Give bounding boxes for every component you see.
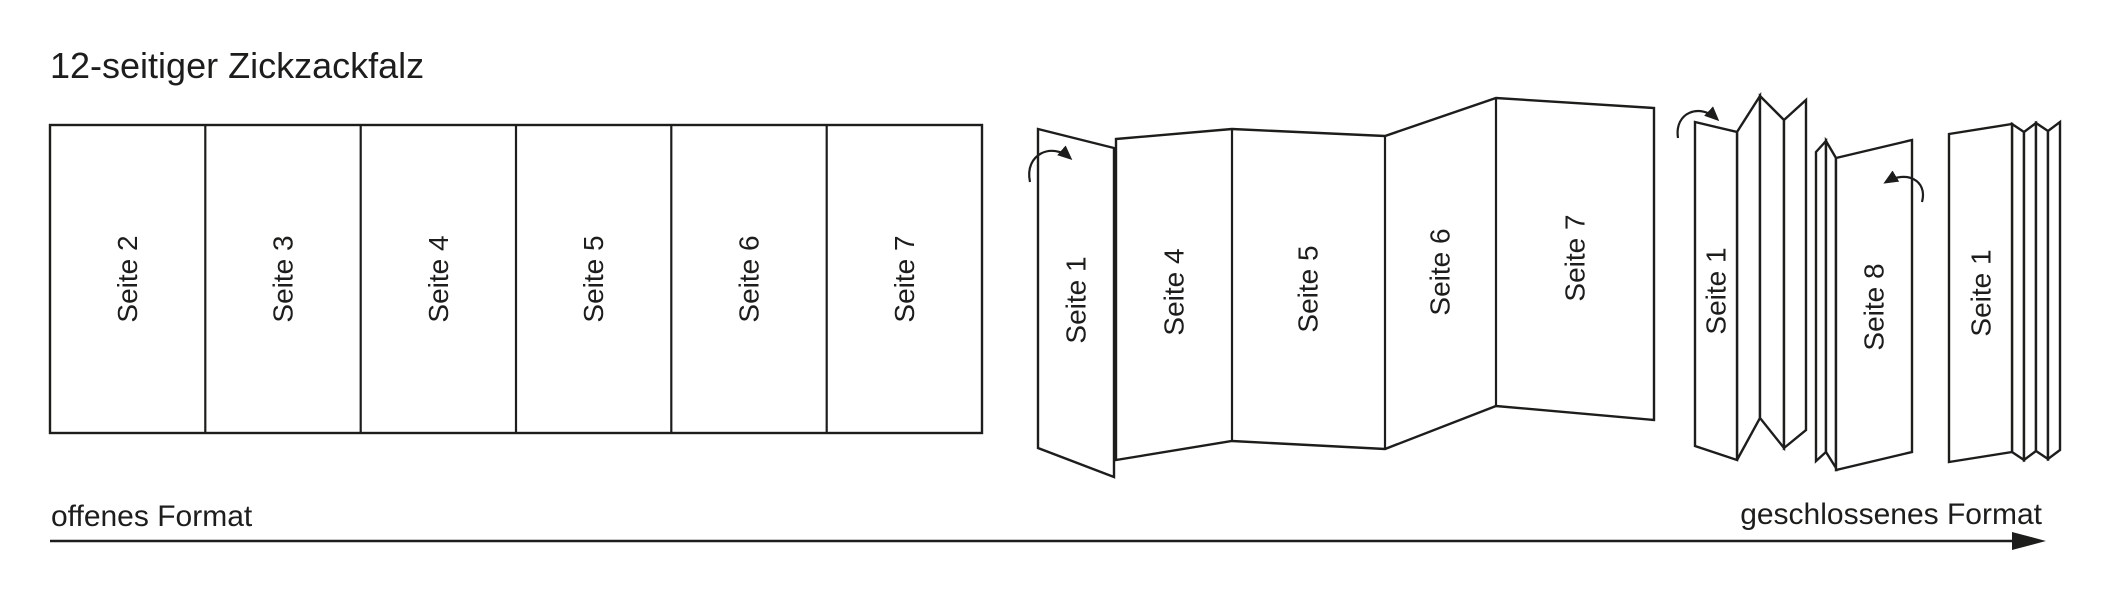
spread-panel-label: Seite 4 — [423, 235, 454, 322]
fold-leaf — [1824, 136, 1838, 473]
open-format-label: offenes Format — [51, 500, 253, 533]
accordion-panel-label: Seite 6 — [1425, 228, 1456, 315]
fold-direction-arrow-icon — [1676, 106, 1720, 139]
fold-leaf — [1758, 93, 1786, 452]
spread-panel-label: Seite 2 — [112, 235, 143, 322]
half-closed-fold: Seite 1 — [1676, 91, 1808, 462]
closed-fold: Seite 1 — [1947, 119, 2062, 464]
spread-panel-label: Seite 7 — [889, 235, 920, 322]
accordion-panel-label: Seite 4 — [1159, 248, 1190, 335]
fold-direction-arrow-icon — [1028, 145, 1073, 183]
fold-leaf — [2046, 119, 2062, 462]
diagram-title: 12-seitiger Zickzackfalz — [50, 45, 424, 86]
fold-front-panel — [1834, 138, 1914, 472]
accordion-panel-label: Seite 1 — [1061, 256, 1092, 343]
fold-leaf — [1782, 97, 1808, 451]
fold-direction-arrow-icon — [1883, 170, 1925, 203]
spread-panel-label: Seite 5 — [578, 235, 609, 322]
fold-leaf — [1814, 137, 1828, 464]
spread-panel-label: Seite 3 — [268, 235, 299, 322]
closed-label: Seite 1 — [1966, 249, 1997, 336]
format-axis: offenes Format geschlossenes Format — [50, 498, 2046, 550]
seite8-fold: Seite 8 — [1814, 136, 1925, 473]
fold-front-panel — [1693, 120, 1739, 462]
spread-panel-label: Seite 6 — [734, 235, 765, 322]
open-format-spread: Seite 2 Seite 3 Seite 4 Seite 5 Seite 6 … — [48, 123, 984, 435]
fold-leaf — [2034, 120, 2050, 462]
folding-step-accordion: Seite 1 Seite 4 Seite 5 Seite 6 Seite 7 — [1028, 96, 1656, 479]
fold-leaf — [2022, 120, 2038, 463]
fold-leaf — [2010, 121, 2026, 463]
accordion-front-flap — [1036, 127, 1116, 479]
format-axis-arrowhead-icon — [2012, 532, 2046, 550]
accordion-panel-label: Seite 7 — [1560, 214, 1591, 301]
half-closed-label: Seite 1 — [1701, 247, 1732, 334]
accordion-panel-label: Seite 5 — [1293, 245, 1324, 332]
fold-front-panel — [1947, 122, 2014, 464]
closed-format-label: geschlossenes Format — [1740, 498, 2042, 531]
fold-leaf — [1735, 91, 1762, 461]
back-panel-label: Seite 8 — [1859, 263, 1890, 350]
